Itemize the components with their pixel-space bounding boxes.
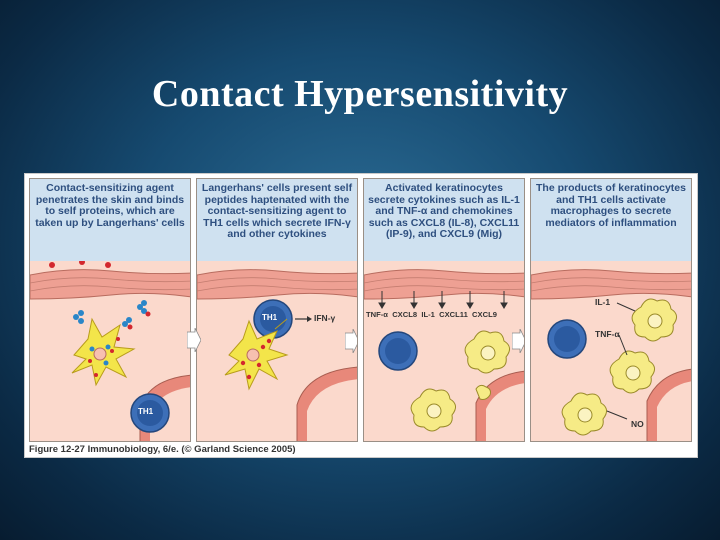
panel-4-caption: The products of keratinocytes and TH1 ce… (531, 179, 691, 261)
figure-panels: Contact-sensitizing agent penetrates the… (29, 178, 693, 442)
panel-2: Langerhans' cells present self peptides … (196, 178, 358, 442)
slide-title: Contact Hypersensitivity (151, 73, 569, 115)
cxcl11-label: CXCL11 (439, 310, 468, 319)
panel-arrow-icon (345, 329, 357, 353)
panel-1: Contact-sensitizing agent penetrates the… (29, 178, 191, 442)
panel-1-caption: Contact-sensitizing agent penetrates the… (30, 179, 190, 261)
panel-3-caption: Activated keratinocytes secrete cytokine… (364, 179, 524, 261)
cxcl9-label: CXCL9 (472, 310, 497, 319)
panel-arrow-icon (187, 328, 201, 352)
no-label: NO (631, 419, 644, 429)
ifn-gamma-label: IFN-γ (314, 313, 336, 323)
panel-2-caption: Langerhans' cells present self peptides … (197, 179, 357, 261)
figure-caption: Figure 12-27 Immunobiology, 6/e. (© Garl… (29, 444, 296, 455)
hapten-dot (105, 262, 111, 268)
panel-arrow-icon (512, 329, 524, 353)
th1-label: TH1 (138, 407, 154, 416)
hapten-dot (49, 262, 55, 268)
il1-label: IL-1 (421, 310, 435, 319)
figure: Contact-sensitizing agent penetrates the… (24, 173, 698, 458)
il1-label: IL-1 (595, 297, 611, 307)
th1-label: TH1 (262, 313, 278, 322)
tnf-alpha-label: TNF-α (595, 329, 620, 339)
tnf-alpha-label: TNF-α (366, 310, 388, 319)
panel-3: Activated keratinocytes secrete cytokine… (363, 178, 525, 442)
panel-4: The products of keratinocytes and TH1 ce… (530, 178, 692, 442)
cxcl8-label: CXCL8 (392, 310, 418, 319)
